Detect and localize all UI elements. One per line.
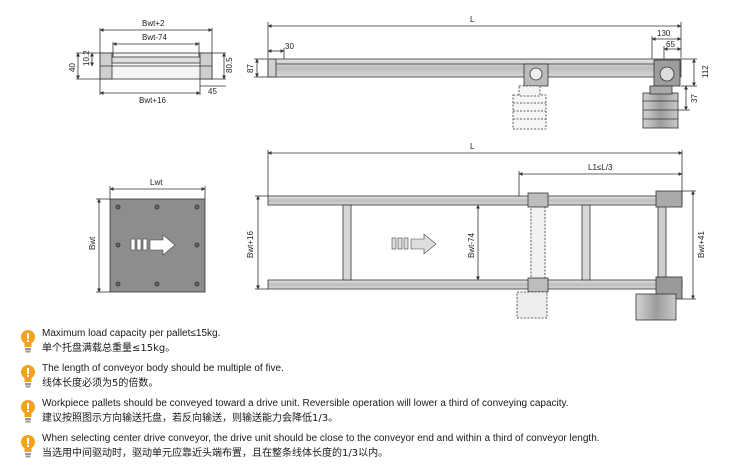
note-item: Workpiece pallets should be conveyed tow… — [20, 396, 750, 431]
pallet-view — [96, 186, 206, 293]
dim-bwt-plus-16-top: Bwt+16 — [246, 231, 255, 258]
direction-arrow-icon — [130, 234, 176, 256]
dim-10-2: 10.2 — [82, 50, 91, 66]
note-text: The length of conveyor body should be mu… — [42, 361, 284, 391]
lightbulb-icon — [21, 400, 35, 423]
direction-arrow-icon — [391, 233, 437, 255]
note-zh: 单个托盘满载总重量≤15kg。 — [42, 343, 176, 354]
dim-80-5: 80.5 — [225, 57, 234, 73]
dim-length-l-top: L — [470, 142, 475, 151]
dim-130: 130 — [657, 29, 671, 38]
dim-112: 112 — [701, 65, 710, 78]
note-zh: 建议按照图示方向输送托盘，若反向输送，则输送能力会降低1/3。 — [42, 413, 339, 424]
note-item: Maximum load capacity per pallet≤15kg. 单个… — [20, 326, 750, 361]
note-text: Workpiece pallets should be conveyed tow… — [42, 396, 569, 426]
dim-65: 65 — [666, 40, 675, 49]
note-en: Workpiece pallets should be conveyed tow… — [42, 398, 569, 409]
lightbulb-icon — [21, 435, 35, 458]
dim-bwt-minus-74: Bwt-74 — [142, 33, 167, 42]
dim-30: 30 — [285, 42, 294, 51]
dim-l1-constraint: L1≤L/3 — [588, 163, 613, 172]
dim-bwt: Bwt — [88, 236, 97, 250]
dim-bwt-plus-2: Bwt+2 — [142, 19, 165, 28]
dim-45: 45 — [208, 87, 217, 96]
note-en: When selecting center drive conveyor, th… — [42, 433, 600, 444]
notes-list: Maximum load capacity per pallet≤15kg. 单个… — [20, 326, 750, 466]
note-en: Maximum load capacity per pallet≤15kg. — [42, 328, 221, 339]
dim-40: 40 — [68, 63, 77, 72]
top-view — [255, 150, 696, 321]
dim-bwt-minus-74-top: Bwt-74 — [467, 233, 476, 258]
conveyor-technical-drawing: Bwt+2 Bwt-74 Bwt+16 40 10.2 80.5 45 — [68, 15, 710, 321]
note-en: The length of conveyor body should be mu… — [42, 363, 284, 374]
cross-section-view — [76, 28, 226, 95]
note-text: When selecting center drive conveyor, th… — [42, 431, 600, 461]
dim-bwt-plus-16: Bwt+16 — [139, 96, 166, 105]
dim-37: 37 — [690, 94, 699, 103]
note-text: Maximum load capacity per pallet≤15kg. 单个… — [42, 326, 220, 356]
lightbulb-icon — [21, 365, 35, 388]
dim-87: 87 — [246, 64, 255, 73]
side-view — [254, 22, 697, 130]
dim-lwt: Lwt — [150, 178, 163, 187]
note-zh: 当选用中间驱动时，驱动单元应靠近头端布置，且在整条线体长度的1/3以内。 — [42, 448, 389, 459]
lightbulb-icon — [21, 330, 35, 353]
dim-bwt-plus-41: Bwt+41 — [697, 231, 706, 258]
note-item: When selecting center drive conveyor, th… — [20, 431, 750, 466]
note-item: The length of conveyor body should be mu… — [20, 361, 750, 396]
note-zh: 线体长度必须为5的倍数。 — [42, 378, 159, 389]
dim-length-l-side: L — [470, 15, 475, 24]
